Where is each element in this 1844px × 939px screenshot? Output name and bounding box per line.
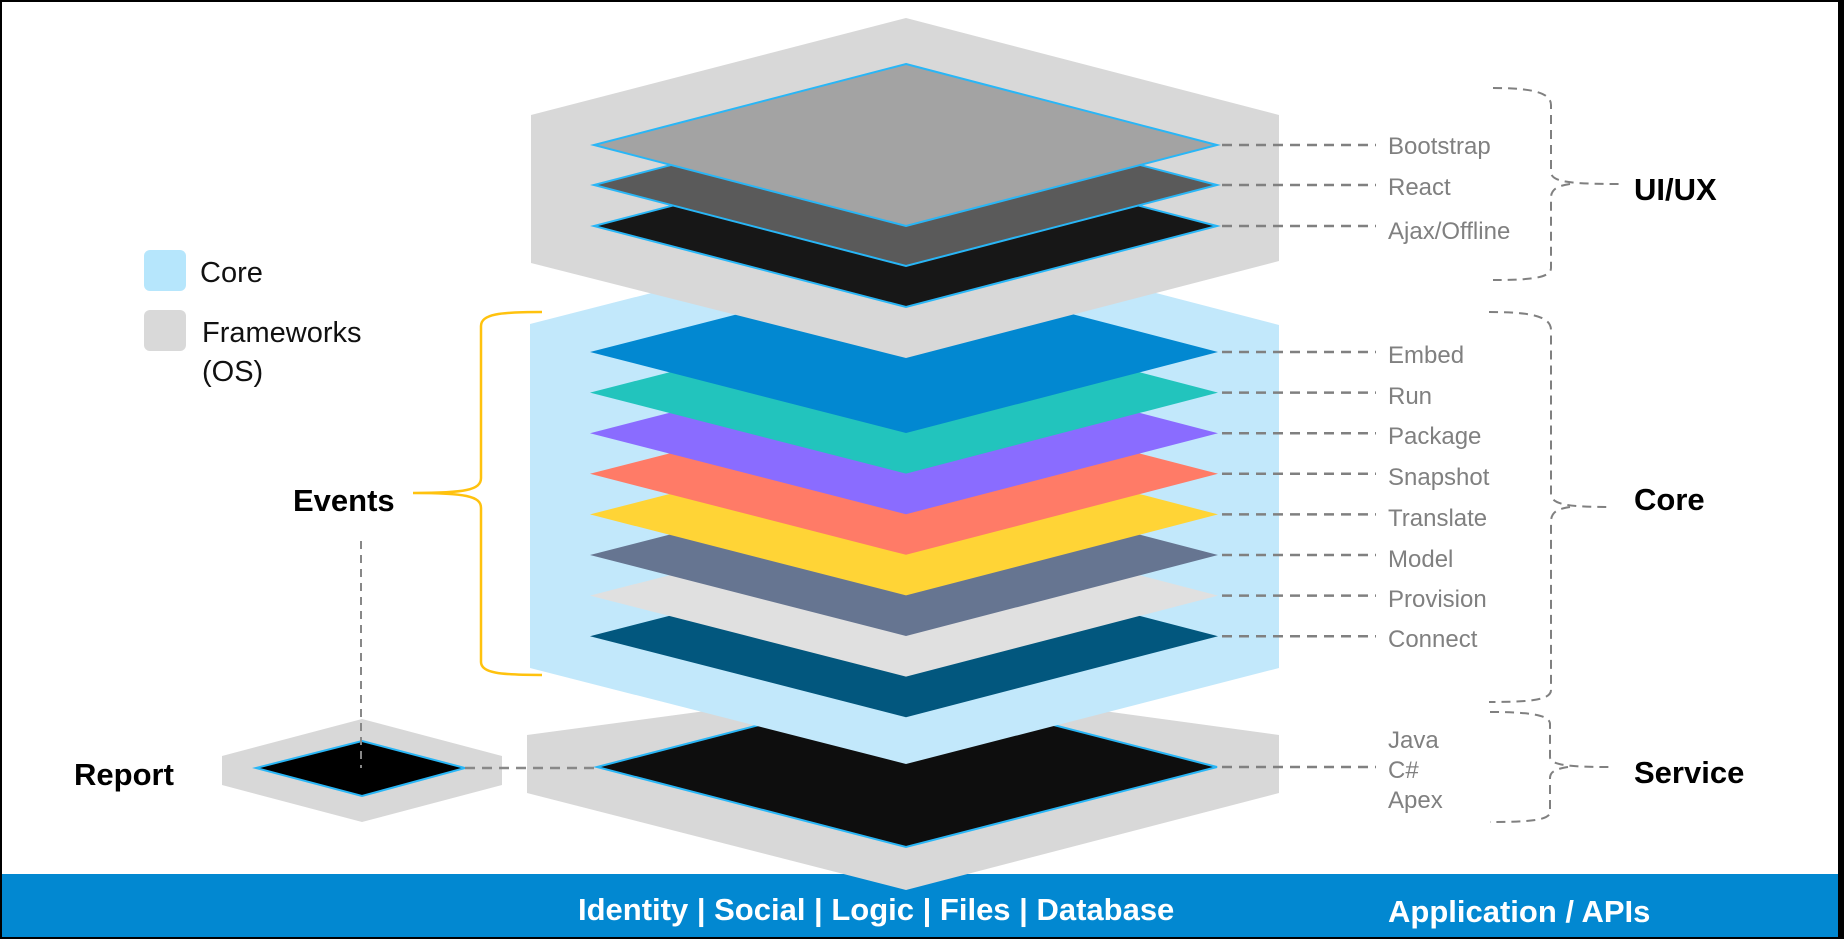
group-label-report: Report (74, 757, 174, 792)
layer-label-provision: Provision (1388, 586, 1487, 613)
legend-swatch-core (144, 250, 186, 291)
layer-label-package: Package (1388, 423, 1482, 450)
layer-label-run: Run (1388, 383, 1433, 410)
uiux-brace (1492, 87, 1621, 281)
layer-label-model: Model (1388, 546, 1454, 573)
ui-layer-group (590, 62, 1221, 309)
layer-label-embed: Embed (1388, 342, 1465, 369)
group-label-service: Service (1634, 755, 1745, 790)
service-language-java: Java (1388, 727, 1439, 754)
layer-label-bootstrap: Bootstrap (1388, 133, 1491, 160)
group-label-core: Core (1634, 482, 1705, 517)
legend-label-core: Core (200, 257, 263, 289)
service-language-apex: Apex (1388, 787, 1443, 814)
group-label-uiux: UI/UX (1634, 172, 1717, 207)
layer-label-snapshot: Snapshot (1388, 464, 1490, 491)
events-brace (412, 310, 543, 677)
core-layer-group (590, 271, 1218, 718)
group-label-events: Events (293, 483, 395, 518)
service-language-csharp: C# (1388, 757, 1419, 784)
core-brace (1488, 311, 1612, 703)
service-diamond (593, 685, 1218, 849)
layer-label-connect: Connect (1388, 626, 1478, 653)
platform-services-text: Identity | Social | Logic | Files | Data… (578, 892, 1175, 927)
ui-layer-bootstrap (590, 62, 1221, 228)
layer-label-react: React (1388, 174, 1451, 201)
layer-label-ajax-offline: Ajax/Offline (1388, 218, 1511, 245)
layer-label-translate: Translate (1388, 505, 1488, 532)
legend-label-frameworks: Frameworks (202, 317, 362, 349)
connector-lines (1222, 143, 1376, 769)
legend-label-frameworks-os: (OS) (202, 356, 264, 388)
service-brace (1489, 711, 1612, 823)
application-apis-text: Application / APIs (1388, 894, 1651, 929)
report-diamond (252, 739, 469, 798)
legend-swatch-frameworks (144, 310, 186, 351)
